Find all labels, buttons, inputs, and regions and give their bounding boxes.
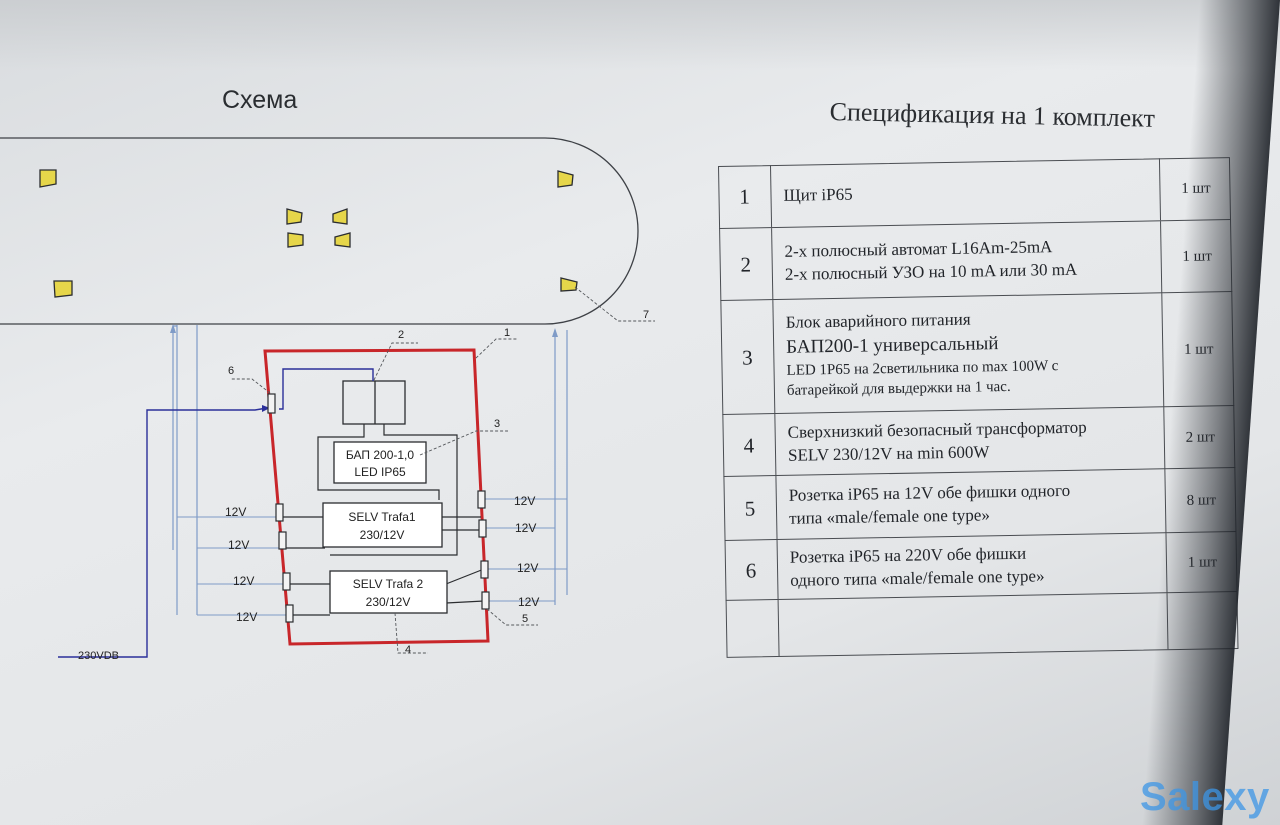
right-12v-lines bbox=[484, 498, 567, 602]
voltage-label: 12V bbox=[517, 561, 538, 575]
supply-wire bbox=[58, 368, 374, 658]
connectors-left bbox=[275, 503, 294, 623]
wiring-diagram: 7 1 bbox=[0, 137, 655, 662]
spec-row-description: Щит iP65 bbox=[771, 158, 1172, 227]
emergency-block-label-1: БАП 200-1,0 bbox=[346, 448, 414, 462]
voltage-label: 12V bbox=[515, 521, 536, 535]
pool-outline bbox=[0, 137, 639, 325]
voltage-label: 12V bbox=[514, 494, 535, 508]
callout-leader-5 bbox=[486, 608, 538, 626]
spec-row-number: 5 bbox=[723, 476, 778, 541]
breaker-block bbox=[342, 380, 406, 425]
connector-12v bbox=[278, 531, 287, 550]
schema-title: Схема bbox=[222, 86, 298, 114]
callout-4: 4 bbox=[405, 644, 411, 656]
connectors-right bbox=[477, 490, 490, 610]
transformer-1-label-1: SELV Trafa1 bbox=[348, 510, 415, 524]
supply-label: 230VDB bbox=[78, 650, 119, 662]
transformer-2-label-2: 230/12V bbox=[366, 595, 411, 609]
voltage-label: 12V bbox=[228, 538, 249, 552]
spec-row-line: SELV 230/12V на min 600W bbox=[787, 442, 990, 465]
voltage-label: 12V bbox=[236, 610, 257, 624]
spec-row-number: 3 bbox=[720, 300, 776, 415]
lamp-icon bbox=[334, 232, 351, 248]
left-12v-lines bbox=[177, 516, 286, 616]
callout-2: 2 bbox=[398, 329, 404, 341]
lamp-icon bbox=[39, 169, 57, 188]
connector-12v bbox=[481, 591, 490, 610]
spec-row-line: Розетка iP65 на 12V обе фишки одного bbox=[788, 480, 1071, 505]
lamp-icon bbox=[287, 232, 304, 248]
spec-row-line: типа «male/female one type» bbox=[788, 505, 991, 528]
watermark-logo: Salexy bbox=[1140, 775, 1270, 819]
transformer-1-label-2: 230/12V bbox=[360, 528, 405, 542]
callout-leader-2 bbox=[373, 342, 418, 381]
callout-leader-1 bbox=[475, 338, 518, 359]
emergency-power-block bbox=[333, 441, 427, 484]
callout-5: 5 bbox=[522, 613, 528, 625]
connector-12v bbox=[478, 519, 487, 538]
connector-12v bbox=[282, 572, 291, 591]
transformer-2-label-1: SELV Trafa 2 bbox=[353, 577, 424, 591]
feeder-wires bbox=[170, 324, 568, 615]
lamp-icon bbox=[53, 280, 73, 298]
spec-row-line: Сверхнизкий безопасный трансформатор bbox=[787, 417, 1087, 442]
lamp-icon bbox=[557, 170, 574, 188]
connector-12v bbox=[275, 503, 284, 522]
callout-leader-6 bbox=[230, 378, 271, 394]
spec-row-number: 1 bbox=[718, 165, 773, 228]
spec-row-description bbox=[779, 593, 1180, 656]
connector-12v bbox=[480, 560, 489, 579]
voltage-labels: 12V 12V 12V 12V 12V 12V 12V 12V bbox=[225, 494, 539, 624]
spec-row-line: Блок аварийного питания bbox=[785, 310, 971, 333]
spec-row-number: 6 bbox=[724, 540, 779, 601]
spec-row-line: батарейкой для выдержки на 1 час. bbox=[786, 379, 1011, 400]
voltage-label: 12V bbox=[225, 505, 246, 519]
callout-leader-4 bbox=[394, 612, 428, 654]
transformer-1 bbox=[322, 502, 443, 548]
callout-1: 1 bbox=[504, 327, 510, 339]
spec-row-number: 2 bbox=[719, 228, 774, 301]
spec-row-line: БАП200-1 универсальный bbox=[785, 333, 999, 359]
spec-row-number bbox=[725, 600, 780, 657]
internal-wiring bbox=[282, 424, 485, 616]
lamp-icon bbox=[286, 208, 303, 225]
spec-row-line: LED 1P65 на 2светильника по max 100W с bbox=[786, 358, 1059, 379]
voltage-label: 12V bbox=[233, 574, 254, 588]
lamp-icon bbox=[332, 208, 348, 225]
voltage-label: 12V bbox=[518, 595, 539, 609]
callout-6: 6 bbox=[228, 365, 234, 377]
spec-row-line: Щит iP65 bbox=[783, 184, 853, 205]
connector-12v bbox=[477, 490, 486, 509]
lamp-icon bbox=[560, 277, 578, 292]
callout-7: 7 bbox=[643, 309, 649, 321]
spec-row-line: 2-х полюсный УЗО на 10 mA или 30 mA bbox=[784, 259, 1078, 284]
transformer-2 bbox=[329, 570, 448, 614]
top-shade bbox=[0, 0, 1280, 70]
spec-row-line: одного типа «male/female one type» bbox=[790, 566, 1045, 590]
spec-row-number: 4 bbox=[722, 414, 777, 477]
spec-title: Спецификация на 1 комплект bbox=[829, 97, 1156, 133]
callout-3: 3 bbox=[494, 418, 500, 430]
connector-230v bbox=[267, 393, 276, 414]
pool-lamps bbox=[39, 169, 578, 298]
connector-12v bbox=[285, 604, 294, 623]
callout-leader-3 bbox=[419, 430, 508, 456]
emergency-block-label-2: LED IP65 bbox=[354, 465, 406, 479]
